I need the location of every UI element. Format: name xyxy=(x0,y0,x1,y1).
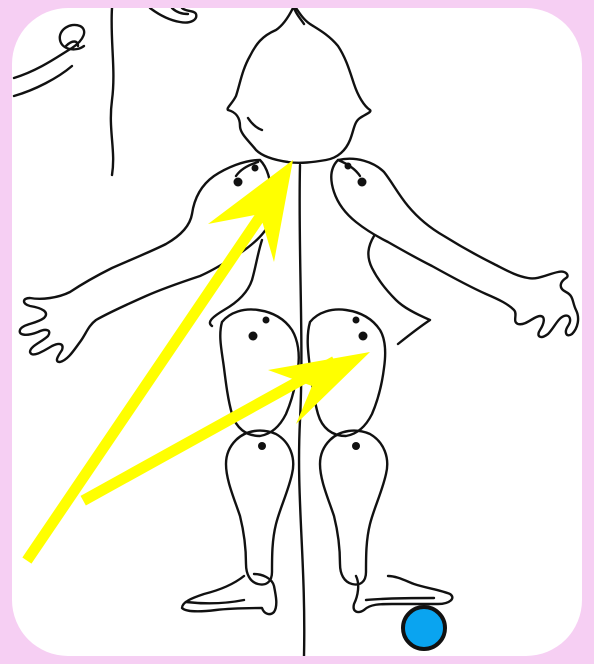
top-left-scroll-sketch xyxy=(14,25,84,96)
joint-dot xyxy=(263,317,270,324)
arrow-to-hip xyxy=(88,352,370,498)
doll-left-shoe xyxy=(182,574,276,614)
joint-dot xyxy=(353,317,360,324)
doll-right-lower-leg xyxy=(320,431,387,585)
joint-dot xyxy=(249,332,258,341)
joint-dot xyxy=(345,163,352,170)
game-canvas-card[interactable] xyxy=(12,8,582,656)
doll-left-lower-leg xyxy=(226,431,293,585)
doll-head xyxy=(228,8,371,163)
top-hand-sketch xyxy=(150,8,196,23)
joint-dot xyxy=(352,442,360,450)
joint-dot xyxy=(358,178,367,187)
joint-dot xyxy=(359,332,368,341)
arrow-to-shoulder xyxy=(30,160,293,556)
joint-dot xyxy=(258,442,266,450)
doll-scene xyxy=(12,8,582,656)
joint-dot xyxy=(252,165,259,172)
left-vertical-line xyxy=(111,8,114,175)
blue-circle-marker[interactable] xyxy=(403,607,445,649)
doll-right-shoe xyxy=(354,576,453,612)
joint-dot xyxy=(234,178,243,187)
